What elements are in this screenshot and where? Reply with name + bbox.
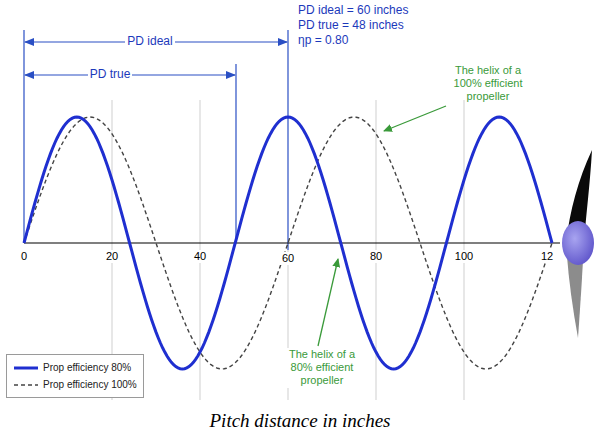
- tick-label: 12: [539, 250, 555, 263]
- tick-label: 80: [368, 250, 384, 263]
- value-note: PD ideal = 60 inches: [298, 3, 408, 17]
- tick-label: 40: [192, 250, 208, 263]
- legend-box: Prop efficiency 80% Prop efficiency 100%: [6, 354, 144, 398]
- helix-80-curve: [24, 117, 552, 369]
- callout-text: The helix of a 100% efficient propeller: [440, 64, 536, 104]
- dimension-label: PD true: [88, 67, 133, 81]
- value-note: PD true = 48 inches: [298, 18, 404, 32]
- tick-label: 0: [19, 250, 29, 263]
- tick-label: 100: [453, 250, 475, 263]
- legend-sample: [13, 380, 39, 390]
- tick-label: 20: [104, 250, 120, 263]
- legend-row: Prop efficiency 100%: [13, 376, 137, 393]
- leader-line: [318, 259, 338, 346]
- propeller-symbol: [562, 150, 594, 338]
- leader-line: [384, 106, 446, 131]
- legend-row: Prop efficiency 80%: [13, 359, 137, 376]
- value-note: ηp = 0.80: [298, 33, 348, 47]
- tick-label: 60: [280, 252, 296, 265]
- dimension-label: PD ideal: [125, 34, 174, 48]
- legend-text: Prop efficiency 100%: [43, 379, 137, 390]
- x-axis: [24, 242, 560, 243]
- legend-sample: [13, 363, 39, 373]
- callout-text: The helix of a 80% efficient propeller: [280, 348, 364, 388]
- figure-caption: Pitch distance in inches: [210, 410, 391, 432]
- helix-100-curve: [24, 117, 552, 369]
- pitch-markers: [24, 30, 288, 250]
- legend-text: Prop efficiency 80%: [43, 362, 131, 373]
